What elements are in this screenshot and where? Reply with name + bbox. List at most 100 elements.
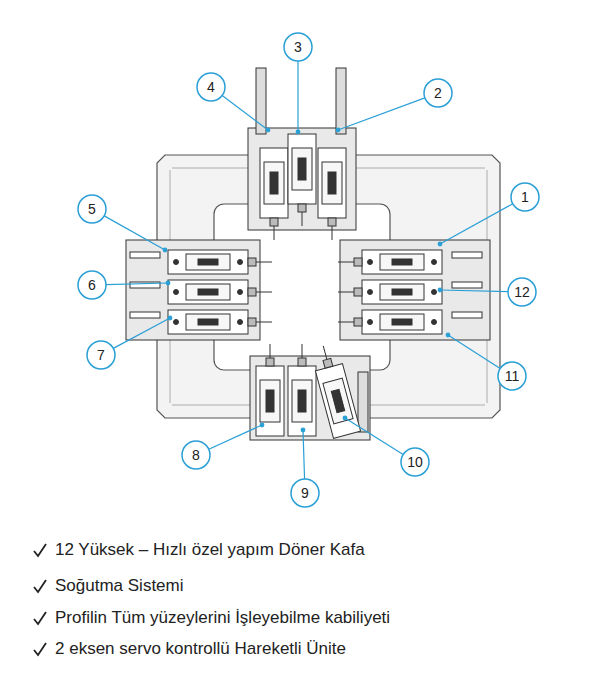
drawing-stroke [392, 259, 412, 265]
spindle-head [288, 344, 316, 436]
bottom-rail [358, 372, 368, 432]
drawing-stroke [264, 162, 284, 204]
drawing-stroke [432, 260, 437, 265]
spindle-head [310, 342, 361, 438]
drawing-stroke [298, 204, 306, 212]
leader-dot [438, 288, 442, 292]
callout-number: 4 [207, 80, 215, 94]
leader-line [104, 216, 165, 250]
drawing-stroke [256, 292, 272, 293]
drawing-stroke [368, 260, 373, 265]
head-units [126, 68, 490, 440]
leader-line [297, 61, 298, 132]
feature-item: Soğutma Sistemi [55, 576, 184, 596]
drawing-stroke [130, 252, 160, 258]
drawing-stroke [174, 260, 179, 265]
spindle-head [168, 250, 248, 274]
drawing-stroke [323, 346, 327, 360]
drawing-stroke [392, 319, 412, 325]
right-plate [340, 240, 490, 340]
drawing-stroke [186, 284, 230, 300]
leader-line [440, 290, 508, 292]
drawing-stroke [315, 364, 360, 439]
leader-line [448, 335, 500, 368]
spindle-head [260, 148, 288, 240]
drawing-stroke [248, 318, 256, 326]
drawing-stroke [380, 284, 424, 300]
leader-line [222, 95, 268, 130]
leader-dot [166, 281, 170, 285]
drawing-stroke [368, 290, 373, 295]
drawing-stroke [266, 358, 274, 366]
leader-line [106, 283, 168, 285]
drawing-stroke [338, 262, 354, 263]
drawing-stroke [198, 319, 218, 325]
drawing-stroke [328, 172, 336, 194]
drawing-stroke [270, 218, 278, 226]
drawing-stroke [380, 254, 424, 270]
drawing-stroke [288, 134, 316, 204]
callout-number: 6 [88, 278, 96, 292]
drawing-stroke [354, 258, 362, 266]
drawing-stroke [274, 226, 275, 240]
check-mark [34, 643, 46, 655]
callout-number: 12 [514, 285, 530, 299]
spindle-head [362, 280, 442, 304]
drawing-stroke [198, 289, 218, 295]
drawing-stroke [260, 380, 280, 422]
callout-circle [508, 278, 536, 306]
drawing-stroke [338, 322, 354, 323]
spindle-head [168, 310, 248, 334]
drawing-stroke [174, 290, 179, 295]
drawing-stroke [452, 252, 482, 258]
drawing-stroke [432, 290, 437, 295]
callout-number: 11 [505, 369, 520, 383]
drawing-stroke [238, 260, 243, 265]
drawing-stroke [130, 312, 160, 318]
check-mark [34, 612, 46, 624]
drawing-stroke [174, 320, 179, 325]
drawing-stroke [256, 262, 272, 263]
leader-dot [336, 128, 340, 132]
bottom-plate [250, 356, 370, 440]
leader-line [209, 425, 262, 449]
spindle-head [288, 134, 316, 226]
callout-circle [87, 341, 115, 369]
drawing-stroke [288, 366, 316, 436]
drawing-stroke [256, 322, 272, 323]
spindle-head [318, 148, 346, 240]
drawing-stroke [298, 358, 306, 366]
drawing-stroke [328, 218, 336, 226]
callout-number: 5 [88, 202, 96, 216]
leader-line [113, 318, 170, 348]
spindle-head [362, 250, 442, 274]
drawing-stroke [322, 162, 342, 204]
callout-circle [182, 441, 210, 469]
leader-dot [301, 428, 305, 432]
callout-circle [291, 479, 319, 507]
drawing-stroke [256, 366, 284, 436]
drawing-stroke [380, 314, 424, 330]
leader-dot [260, 423, 264, 427]
feature-item: 2 eksen servo kontrollü Hareketli Ünite [55, 639, 346, 659]
drawing-stroke [238, 290, 243, 295]
top-plate [248, 128, 356, 230]
leader-dot [168, 316, 172, 320]
feature-item: Profilin Tüm yüzeylerini İşleyebilme kab… [55, 608, 390, 628]
drawing-stroke [392, 289, 412, 295]
callout-number: 9 [301, 486, 309, 500]
drawing-stroke [323, 378, 353, 424]
spindle-head [168, 280, 248, 304]
leader-dot [438, 242, 442, 246]
callout-circle [401, 448, 429, 476]
spindle-head [256, 344, 284, 436]
drawing-stroke [354, 318, 362, 326]
leader-dot [266, 128, 270, 132]
drawing-stroke [248, 258, 256, 266]
callout-circle [511, 183, 539, 211]
drawing-stroke [248, 288, 256, 296]
callout-circle [78, 271, 106, 299]
leader-dot [296, 130, 300, 134]
leader-line [338, 98, 425, 130]
callout-number: 3 [294, 40, 302, 54]
